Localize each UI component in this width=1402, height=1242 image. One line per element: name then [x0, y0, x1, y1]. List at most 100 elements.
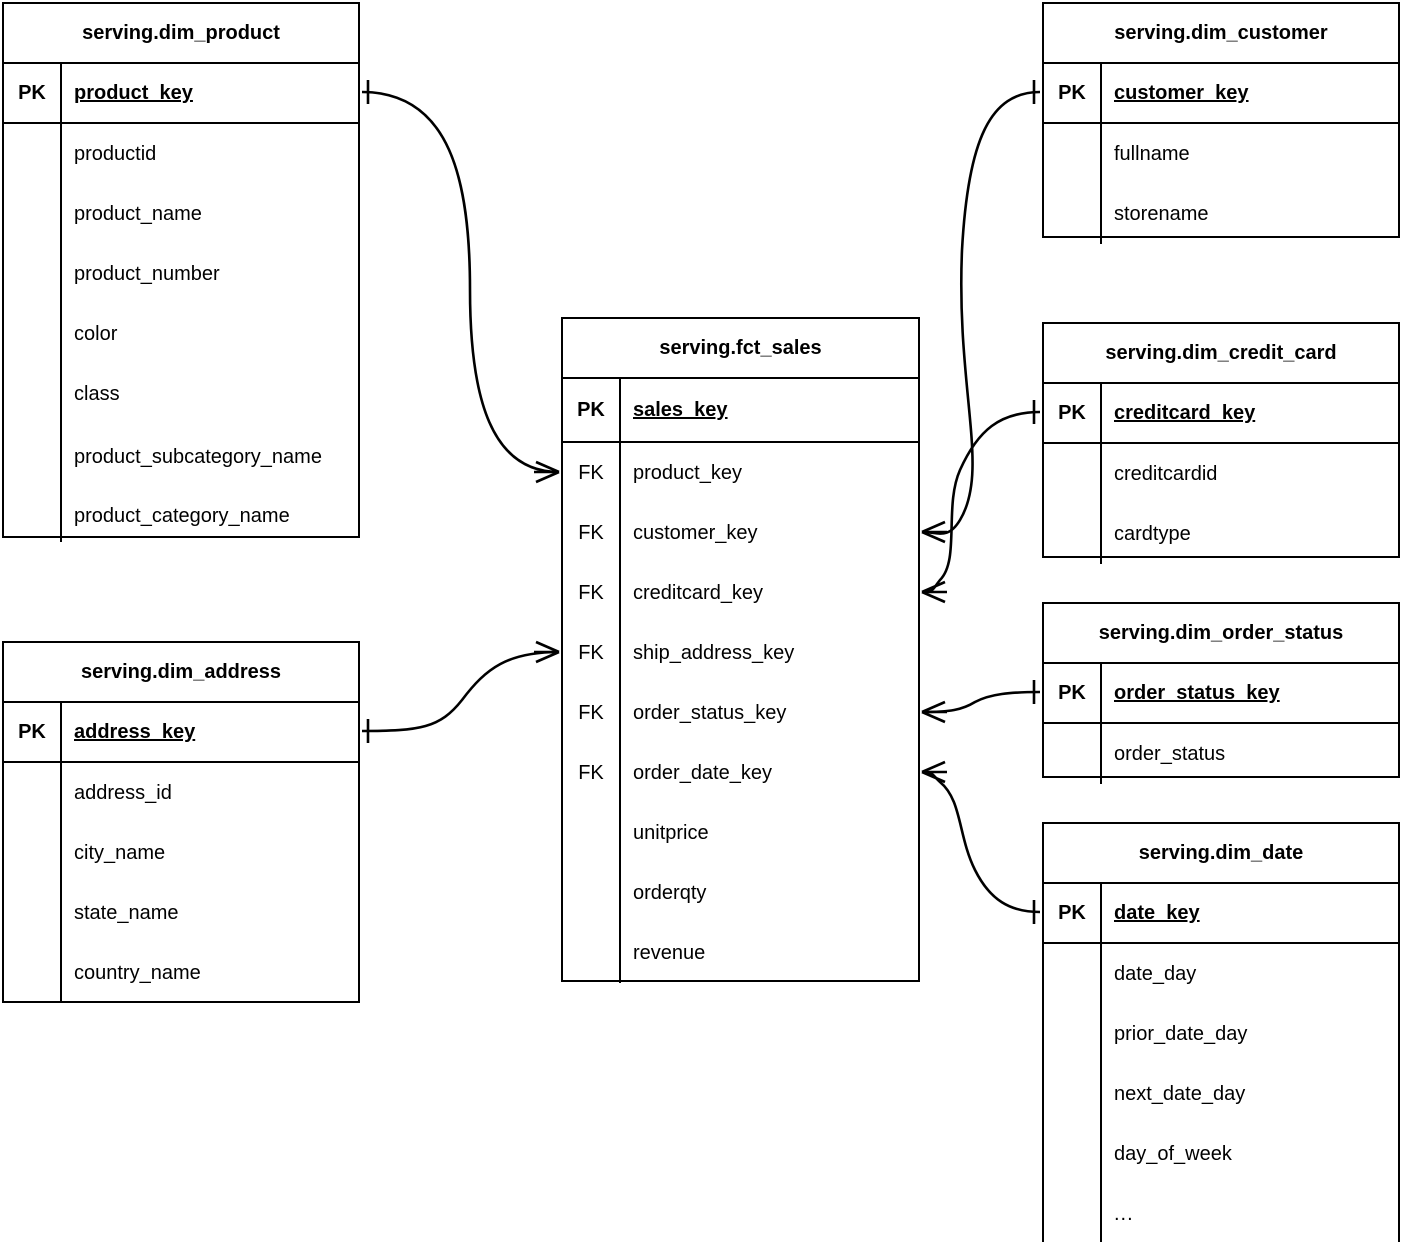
entity-fct-sales[interactable]: serving.fct_sales PK sales_key FK produc…	[561, 317, 920, 983]
entity-attribute-list: PK order_status_key order_status	[1044, 664, 1398, 784]
entity-dim-order-status[interactable]: serving.dim_order_status PK order_status…	[1042, 602, 1400, 784]
key-badge	[1044, 1004, 1102, 1064]
attribute-row[interactable]: next_date_day	[1044, 1064, 1398, 1124]
attribute-row-ellipsis[interactable]: ...	[1044, 1184, 1398, 1242]
attribute-row[interactable]: day_of_week	[1044, 1124, 1398, 1184]
key-badge	[4, 943, 62, 1003]
attribute-row-pk[interactable]: PK creditcard_key	[1044, 384, 1398, 444]
key-badge	[1044, 184, 1102, 244]
attribute-name: date_key	[1114, 902, 1200, 924]
attribute-name: fullname	[1114, 143, 1190, 165]
attribute-row[interactable]: product_name	[4, 184, 358, 244]
attribute-row[interactable]: productid	[4, 124, 358, 184]
attribute-name: customer_key	[1114, 82, 1249, 104]
attribute-name: revenue	[633, 942, 706, 964]
key-badge: PK	[1044, 884, 1102, 942]
crows-foot-marker	[534, 460, 560, 484]
key-badge	[563, 923, 621, 983]
key-badge	[4, 244, 62, 304]
attribute-row[interactable]: FK customer_key	[563, 503, 918, 563]
attribute-name: order_status	[1114, 743, 1226, 765]
attribute-name: country_name	[74, 962, 201, 984]
crows-foot-marker	[921, 700, 947, 724]
relationship-address-sales	[361, 640, 560, 743]
relationship-product-sales	[361, 80, 560, 484]
key-badge	[1044, 1184, 1102, 1242]
entity-dim-customer[interactable]: serving.dim_customer PK customer_key ful…	[1042, 2, 1400, 244]
attribute-row[interactable]: date_day	[1044, 944, 1398, 1004]
key-badge	[1044, 1124, 1102, 1184]
attribute-name: product_name	[74, 203, 202, 225]
key-badge	[563, 863, 621, 923]
attribute-row[interactable]: class	[4, 364, 358, 424]
entity-attribute-list: PK product_key productid product_name pr…	[4, 64, 358, 542]
entity-title: serving.fct_sales	[563, 319, 918, 379]
attribute-row[interactable]: creditcardid	[1044, 444, 1398, 504]
entity-attribute-list: PK creditcard_key creditcardid cardtype	[1044, 384, 1398, 564]
attribute-name: order_status_key	[1114, 682, 1280, 704]
attribute-row-pk[interactable]: PK product_key	[4, 64, 358, 124]
crows-foot-marker	[534, 640, 560, 664]
attribute-name: class	[74, 383, 120, 405]
attribute-name: prior_date_day	[1114, 1023, 1248, 1045]
attribute-name: product_subcategory_name	[74, 446, 322, 468]
attribute-name: sales_key	[633, 399, 728, 421]
key-badge: FK	[563, 443, 621, 503]
entity-title: serving.dim_date	[1044, 824, 1398, 884]
attribute-row-pk[interactable]: PK customer_key	[1044, 64, 1398, 124]
entity-dim-product[interactable]: serving.dim_product PK product_key produ…	[2, 2, 360, 542]
entity-attribute-list: PK date_key date_day prior_date_day next…	[1044, 884, 1398, 1242]
key-badge	[1044, 724, 1102, 784]
attribute-name: product_category_name	[74, 505, 290, 527]
attribute-row[interactable]: address_id	[4, 763, 358, 823]
attribute-row[interactable]: prior_date_day	[1044, 1004, 1398, 1064]
entity-dim-address[interactable]: serving.dim_address PK address_key addre…	[2, 641, 360, 1003]
key-badge	[4, 304, 62, 364]
attribute-row[interactable]: color	[4, 304, 358, 364]
relationship-creditcard-sales	[921, 400, 1041, 604]
key-badge	[4, 124, 62, 184]
attribute-name: creditcardid	[1114, 463, 1218, 485]
attribute-row[interactable]: FK order_status_key	[563, 683, 918, 743]
attribute-row[interactable]: orderqty	[563, 863, 918, 923]
attribute-row-pk[interactable]: PK sales_key	[563, 379, 918, 443]
attribute-name: productid	[74, 143, 157, 165]
key-badge	[4, 823, 62, 883]
attribute-row-pk[interactable]: PK address_key	[4, 703, 358, 763]
attribute-row[interactable]: cardtype	[1044, 504, 1398, 564]
crows-foot-marker	[921, 520, 947, 544]
attribute-row[interactable]: city_name	[4, 823, 358, 883]
key-badge	[1044, 944, 1102, 1004]
attribute-row[interactable]: product_category_name	[4, 490, 358, 542]
key-badge	[4, 364, 62, 424]
attribute-row-pk[interactable]: PK date_key	[1044, 884, 1398, 944]
attribute-row[interactable]: FK creditcard_key	[563, 563, 918, 623]
attribute-name: unitprice	[633, 822, 709, 844]
attribute-row[interactable]: unitprice	[563, 803, 918, 863]
key-badge: PK	[1044, 384, 1102, 442]
attribute-row[interactable]: storename	[1044, 184, 1398, 244]
key-badge: PK	[4, 703, 62, 761]
attribute-name: address_key	[74, 721, 196, 743]
entity-dim-date[interactable]: serving.dim_date PK date_key date_day pr…	[1042, 822, 1400, 1242]
key-badge: PK	[1044, 664, 1102, 722]
crows-foot-marker	[921, 760, 947, 784]
attribute-name: order_date_key	[633, 762, 772, 784]
entity-dim-credit-card[interactable]: serving.dim_credit_card PK creditcard_ke…	[1042, 322, 1400, 564]
attribute-row[interactable]: order_status	[1044, 724, 1398, 784]
attribute-row[interactable]: revenue	[563, 923, 918, 983]
attribute-row[interactable]: fullname	[1044, 124, 1398, 184]
attribute-row[interactable]: FK ship_address_key	[563, 623, 918, 683]
attribute-row[interactable]: FK order_date_key	[563, 743, 918, 803]
attribute-row[interactable]: FK product_key	[563, 443, 918, 503]
attribute-row-pk[interactable]: PK order_status_key	[1044, 664, 1398, 724]
attribute-row[interactable]: product_subcategory_name	[4, 424, 358, 490]
attribute-row[interactable]: country_name	[4, 943, 358, 1003]
key-badge: FK	[563, 743, 621, 803]
attribute-row[interactable]: product_number	[4, 244, 358, 304]
attribute-name: orderqty	[633, 882, 707, 904]
attribute-row[interactable]: state_name	[4, 883, 358, 943]
attribute-name: storename	[1114, 203, 1209, 225]
attribute-name: color	[74, 323, 118, 345]
